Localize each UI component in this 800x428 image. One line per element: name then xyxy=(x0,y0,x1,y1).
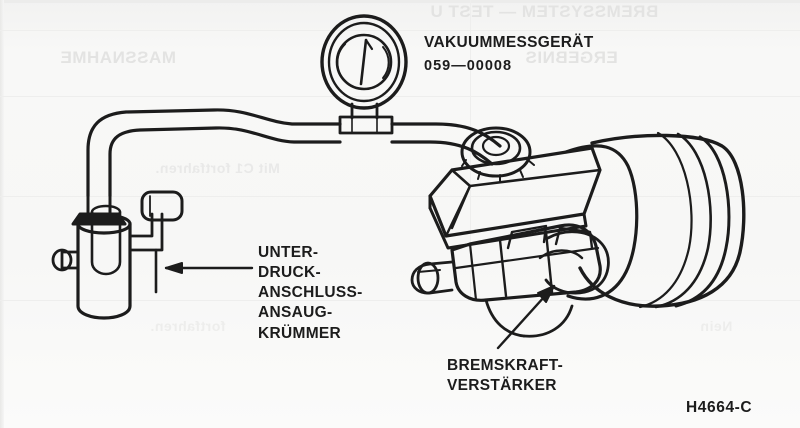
figure-reference-number: H4664-C xyxy=(686,399,753,416)
brake-booster xyxy=(538,131,746,309)
scan-edge-top xyxy=(0,0,800,3)
master-cylinder-assembly xyxy=(410,126,602,338)
hose-tee-fitting xyxy=(338,115,394,135)
intake-manifold-vacuum-connection xyxy=(51,190,184,320)
callout-intake-manifold: UNTER- DRUCK- ANSCHLUSS- ANSAUG- KRÜMMER xyxy=(258,244,363,342)
scan-edge-left xyxy=(0,0,4,428)
callout-brake-booster: BREMSKRAFT- VERSTÄRKER xyxy=(447,357,564,395)
leader-line-intake xyxy=(164,262,254,274)
callout-vacuum-gauge-part-no: 059—00008 xyxy=(424,58,513,74)
vacuum-hose xyxy=(86,108,502,198)
callout-vacuum-gauge: VAKUUMMESSGERÄT xyxy=(424,34,594,51)
leader-line-booster xyxy=(496,284,556,350)
vacuum-gauge-icon xyxy=(320,14,408,120)
